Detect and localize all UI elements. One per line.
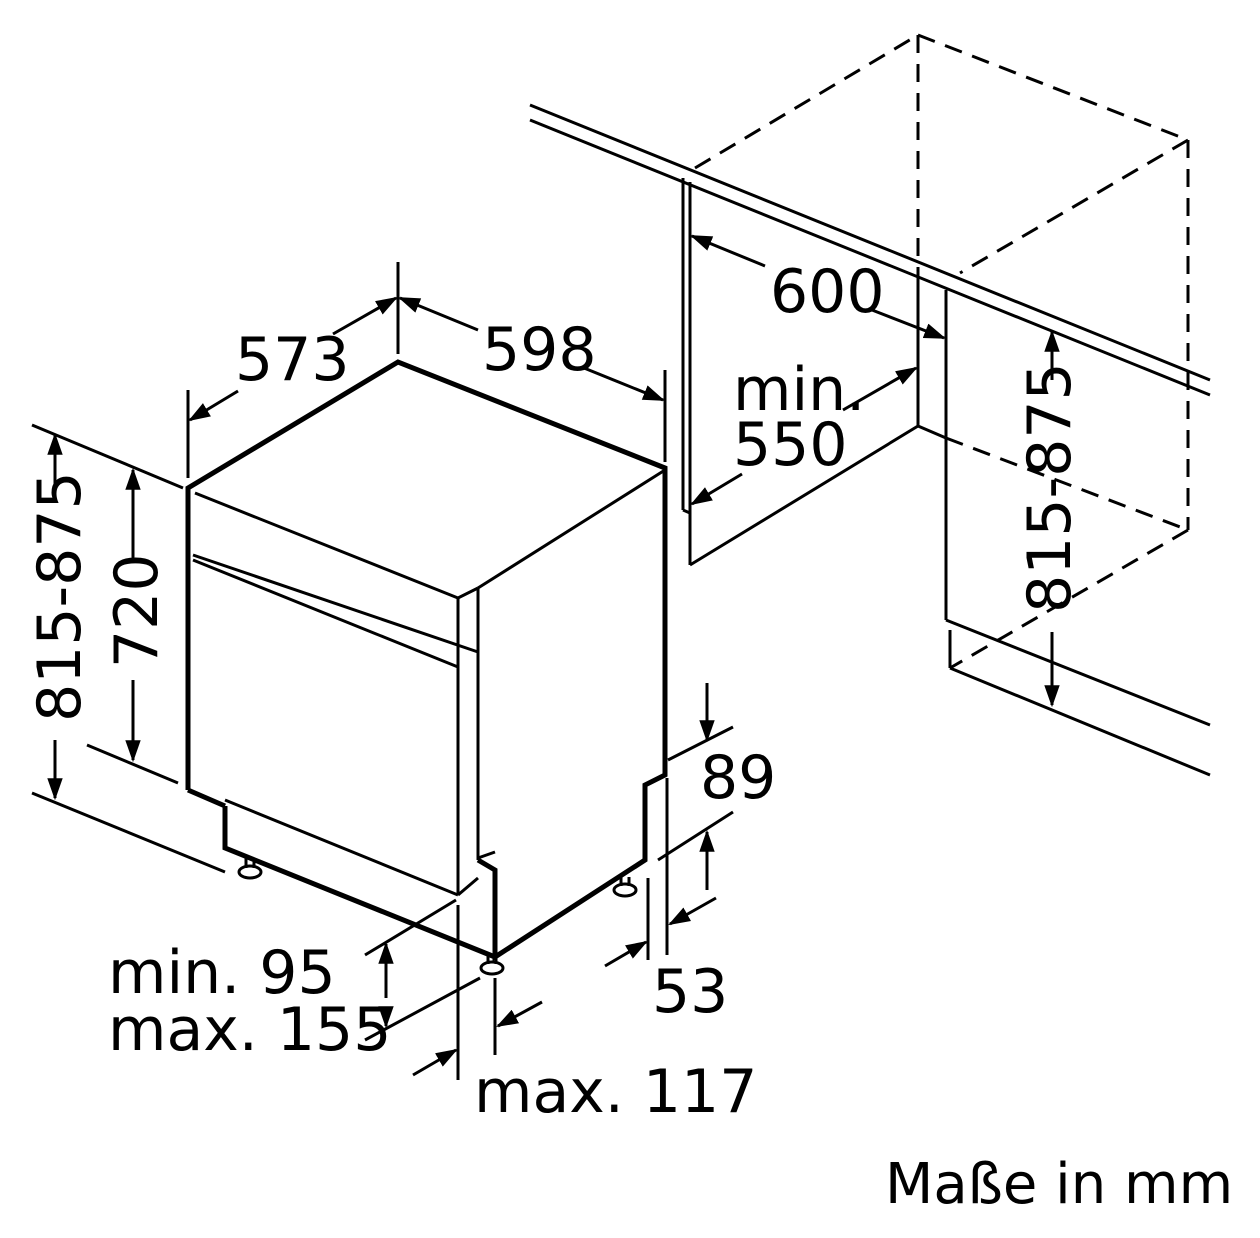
label-niche-height: 815-875 [1015,362,1085,613]
label-min-550-line1: min. [733,355,865,425]
label-53: 53 [652,957,728,1027]
label-max-117: max. 117 [474,1057,757,1127]
label-min-95: min. 95 [108,938,336,1008]
label-max-155: max. 155 [108,995,391,1065]
dimension-lines [31,234,1060,1080]
label-89: 89 [700,743,776,813]
label-598: 598 [482,315,597,385]
label-height-left: 815-875 [25,471,95,722]
label-600: 600 [770,257,885,327]
units-note: Maße in mm [885,1152,1233,1217]
dishwasher [185,359,668,962]
adjustable-feet [237,858,638,976]
label-573: 573 [235,325,350,395]
label-720: 720 [102,553,172,668]
dimension-labels: 573 598 600 min. 550 815-875 720 815-875… [25,257,1233,1217]
label-min-550-line2: 550 [733,410,848,480]
cabinet-hidden-edges [694,33,1190,670]
cabinet-niche [529,103,1211,777]
